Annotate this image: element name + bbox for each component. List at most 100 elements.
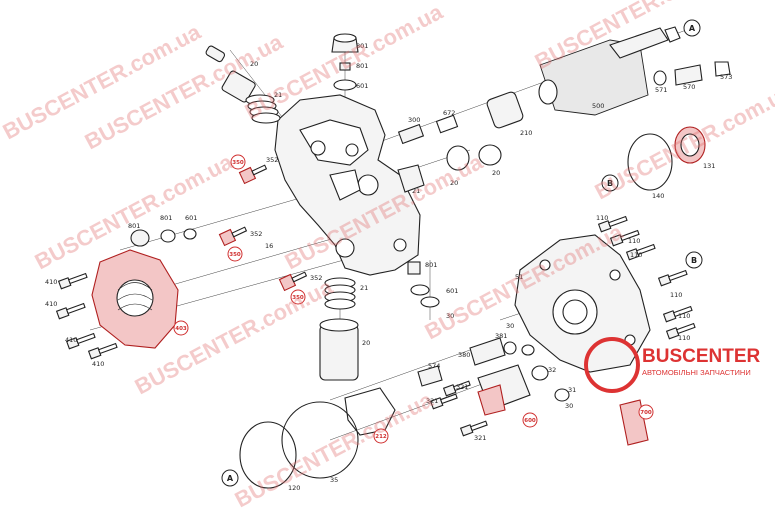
pump-housing xyxy=(274,94,421,276)
flange-plate-403 xyxy=(91,249,179,349)
label-20: 20 xyxy=(450,179,458,187)
label-574: 574 xyxy=(428,362,440,370)
tappet-20 xyxy=(205,45,256,103)
metering-unit-600 xyxy=(477,364,531,416)
label-352: 352 xyxy=(250,230,262,238)
buscenter-logo: BUSCENTER АВТОМОБІЛЬНІ ЗАПЧАСТИНИ xyxy=(584,337,761,393)
svg-text:B: B xyxy=(691,256,697,265)
label-410: 410 xyxy=(92,360,104,368)
label-16: 16 xyxy=(265,242,273,250)
spring-21-lower xyxy=(324,277,356,310)
valve-380 xyxy=(469,337,517,366)
label-30: 30 xyxy=(446,312,454,320)
label-410: 410 xyxy=(65,336,77,344)
label-32: 32 xyxy=(548,366,556,374)
label-140: 140 xyxy=(652,192,664,200)
screw-352-c xyxy=(278,271,308,292)
svg-text:BUSCENTER.com.ua: BUSCENTER.com.ua xyxy=(231,387,438,513)
screws-410 xyxy=(55,272,118,360)
high-pressure-unit-500 xyxy=(538,26,681,116)
ref-a-top: A xyxy=(683,19,701,37)
ref-b-right: B xyxy=(685,251,703,269)
screws-110 xyxy=(597,215,696,340)
callout-350-c: 350 xyxy=(290,289,306,305)
label-110: 110 xyxy=(630,251,642,259)
label-21: 21 xyxy=(360,284,368,292)
svg-text:350: 350 xyxy=(229,252,241,258)
label-410: 410 xyxy=(45,300,57,308)
plug-801-right xyxy=(407,261,440,308)
label-352: 352 xyxy=(266,156,278,164)
svg-text:B: B xyxy=(607,179,613,188)
element-300 xyxy=(397,91,524,193)
label-30: 30 xyxy=(506,322,514,330)
label-110: 110 xyxy=(628,237,640,245)
label-30: 30 xyxy=(565,402,573,410)
svg-text:350: 350 xyxy=(232,160,244,166)
svg-text:212: 212 xyxy=(375,434,387,440)
label-131: 131 xyxy=(703,162,715,170)
piston-20-lower xyxy=(319,318,359,381)
label-51: 51 xyxy=(515,273,523,281)
screws-321 xyxy=(429,380,488,437)
label-20: 20 xyxy=(250,60,258,68)
oring-140 xyxy=(627,133,673,191)
screw-352-b xyxy=(218,226,248,247)
callout-212: 212 xyxy=(373,428,389,444)
screw-352-a xyxy=(238,164,268,185)
ref-b-mid: B xyxy=(601,174,619,192)
label-210: 210 xyxy=(520,129,532,137)
label-801: 801 xyxy=(425,261,437,269)
label-21: 21 xyxy=(274,91,282,99)
label-601: 601 xyxy=(185,214,197,222)
label-573: 573 xyxy=(720,73,732,81)
label-601: 601 xyxy=(356,82,368,90)
svg-text:403: 403 xyxy=(175,326,187,332)
svg-text:350: 350 xyxy=(292,295,304,301)
label-35: 35 xyxy=(330,476,338,484)
ref-a-bottom: A xyxy=(221,469,239,487)
svg-text:BUSCENTER: BUSCENTER xyxy=(642,346,761,367)
label-801: 801 xyxy=(356,62,368,70)
label-500: 500 xyxy=(592,102,604,110)
label-21: 21 xyxy=(412,187,420,195)
label-120: 120 xyxy=(288,484,300,492)
label-381: 381 xyxy=(495,332,507,340)
svg-text:700: 700 xyxy=(640,410,652,416)
rings-30-32 xyxy=(521,344,570,402)
label-110: 110 xyxy=(678,312,690,320)
spring-21 xyxy=(245,94,281,124)
label-801: 801 xyxy=(128,222,140,230)
cap-801 xyxy=(331,33,359,91)
callout-600: 600 xyxy=(522,412,538,428)
plug-801-left xyxy=(130,228,197,247)
svg-text:A: A xyxy=(689,24,696,33)
part-labels: 20 21 801 801 601 300 672 210 20 21 20 5… xyxy=(45,42,732,492)
callout-350-b: 350 xyxy=(227,246,243,262)
label-410: 410 xyxy=(45,278,57,286)
fitting-574 xyxy=(417,365,443,387)
label-571: 571 xyxy=(655,86,667,94)
label-20: 20 xyxy=(362,339,370,347)
label-321: 321 xyxy=(456,383,468,391)
callout-700: 700 xyxy=(638,404,654,420)
label-300: 300 xyxy=(408,116,420,124)
valve-570 xyxy=(653,61,731,86)
svg-text:600: 600 xyxy=(524,418,536,424)
label-352: 352 xyxy=(310,274,322,282)
label-801: 801 xyxy=(356,42,368,50)
label-31: 31 xyxy=(568,386,576,394)
label-601: 601 xyxy=(446,287,458,295)
callout-350-a: 350 xyxy=(230,154,246,170)
oring-35 xyxy=(281,401,359,479)
label-321: 321 xyxy=(426,397,438,405)
svg-text:АВТОМОБІЛЬНІ ЗАПЧАСТИНИ: АВТОМОБІЛЬНІ ЗАПЧАСТИНИ xyxy=(642,368,751,377)
oring-120 xyxy=(239,421,297,489)
label-801: 801 xyxy=(160,214,172,222)
label-380: 380 xyxy=(458,351,470,359)
svg-text:A: A xyxy=(227,474,234,483)
seal-131 xyxy=(674,126,706,164)
label-20: 20 xyxy=(492,169,500,177)
